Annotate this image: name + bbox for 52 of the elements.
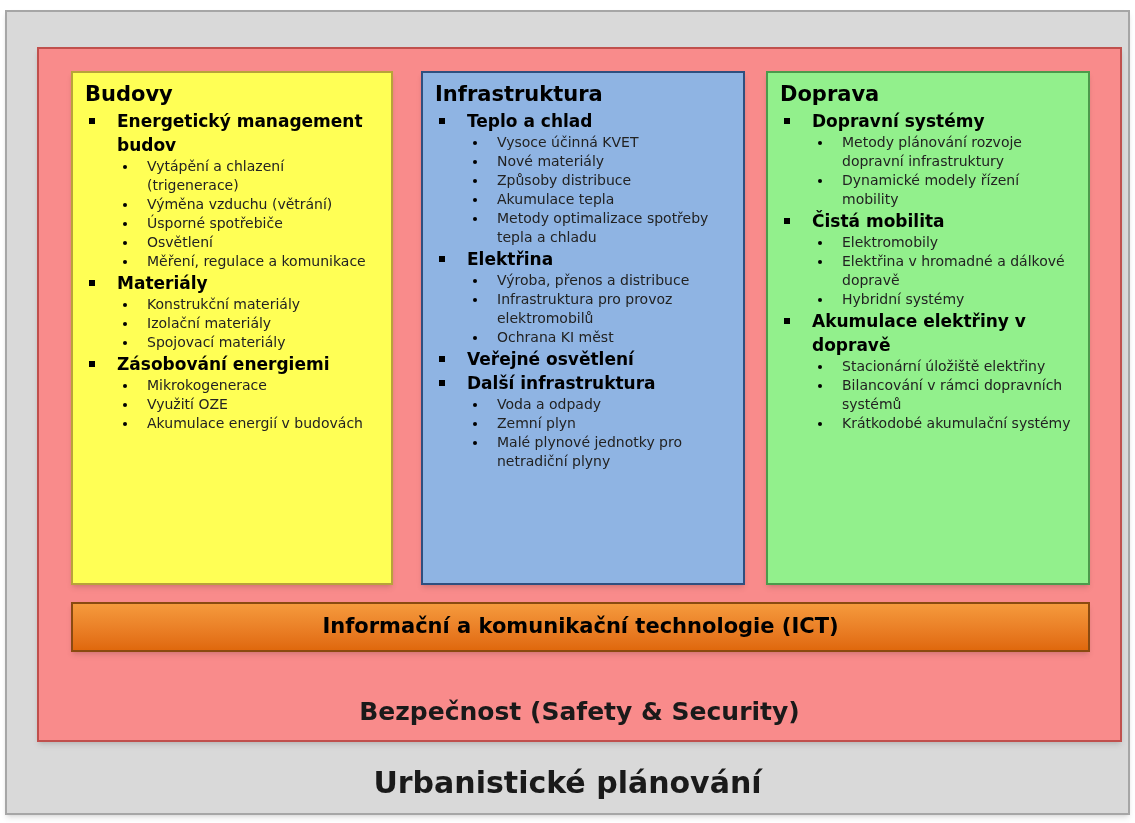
list-item: Osvětlení xyxy=(147,233,213,252)
list-item: Malé plynové jednotky pro netradiční plyny xyxy=(497,433,684,471)
list-item: Dopravní systémy xyxy=(812,110,985,133)
list-item: Čistá mobilita xyxy=(812,209,945,233)
list-item: Hybridní systémy xyxy=(842,290,965,309)
list-item: Spojovací materiály xyxy=(147,333,286,352)
list-item: Voda a odpady xyxy=(497,395,602,414)
list-item: Teplo a chlad xyxy=(467,110,593,133)
list-item: Elektřina xyxy=(467,248,554,271)
list-item: Výměna vzduchu (větrání) xyxy=(147,195,333,214)
list-item: Stacionární úložiště elektřiny xyxy=(842,357,1046,376)
list-item: Úsporné spotřebiče xyxy=(147,214,283,233)
list-item: Elektřina v hromadné a dálkové dopravě xyxy=(842,252,1066,290)
list-item: Vytápění a chlazení (trigenerace) xyxy=(147,157,286,195)
category-panel xyxy=(421,71,745,585)
list-item: Metody plánování rozvoje dopravní infrastruktury xyxy=(842,133,1023,171)
column-heading: Infrastruktura xyxy=(435,81,604,107)
list-item: Veřejné osvětlení xyxy=(467,348,634,371)
list-item: Nové materiály xyxy=(497,152,605,171)
list-item: Využití OZE xyxy=(147,395,228,414)
category-panel xyxy=(766,71,1090,585)
list-item: Izolační materiály xyxy=(147,314,272,333)
list-item: Krátkodobé akumulační systémy xyxy=(842,414,1071,433)
list-item: Měření, regulace a komunikace xyxy=(147,252,366,271)
list-item: Materiály xyxy=(117,272,208,295)
list-item: Konstrukční materiály xyxy=(147,295,301,314)
layer-panel xyxy=(5,10,1130,815)
list-item: Akumulace elektřiny v dopravě xyxy=(812,310,1027,357)
list-item: Ochrana KI měst xyxy=(497,328,614,347)
frame-label: Bezpečnost (Safety & Security) xyxy=(359,695,800,728)
list-item: Metody optimalizace spotřeby tepla a chladu xyxy=(497,209,710,247)
list-item: Energetický management budov xyxy=(117,110,364,157)
list-item: Dynamické modely řízení mobility xyxy=(842,171,1021,209)
column-heading: Doprava xyxy=(780,81,881,107)
category-panel xyxy=(71,71,393,585)
list-item: Akumulace energií v budovách xyxy=(147,414,363,433)
list-item: Způsoby distribuce xyxy=(497,171,632,190)
list-item: Vysoce účinná KVET xyxy=(497,133,639,152)
column-heading: Budovy xyxy=(85,81,174,107)
list-item: Infrastruktura pro provoz elektromobilů xyxy=(497,290,674,328)
layer-panel xyxy=(37,47,1122,742)
bar-label: Informační a komunikační technologie (ICT) xyxy=(322,613,839,641)
list-item: Mikrokogenerace xyxy=(147,376,267,395)
list-item: Elektromobily xyxy=(842,233,939,252)
list-item: Akumulace tepla xyxy=(497,190,615,209)
list-item: Další infrastruktura xyxy=(467,372,656,395)
list-item: Výroba, přenos a distribuce xyxy=(497,271,690,290)
list-item: Bilancování v rámci dopravních systémů xyxy=(842,376,1064,414)
frame-label: Urbanistické plánování xyxy=(373,764,762,802)
list-item: Zásobování energiemi xyxy=(117,353,330,376)
layer-bar xyxy=(71,602,1090,652)
list-item: Zemní plyn xyxy=(497,414,576,433)
